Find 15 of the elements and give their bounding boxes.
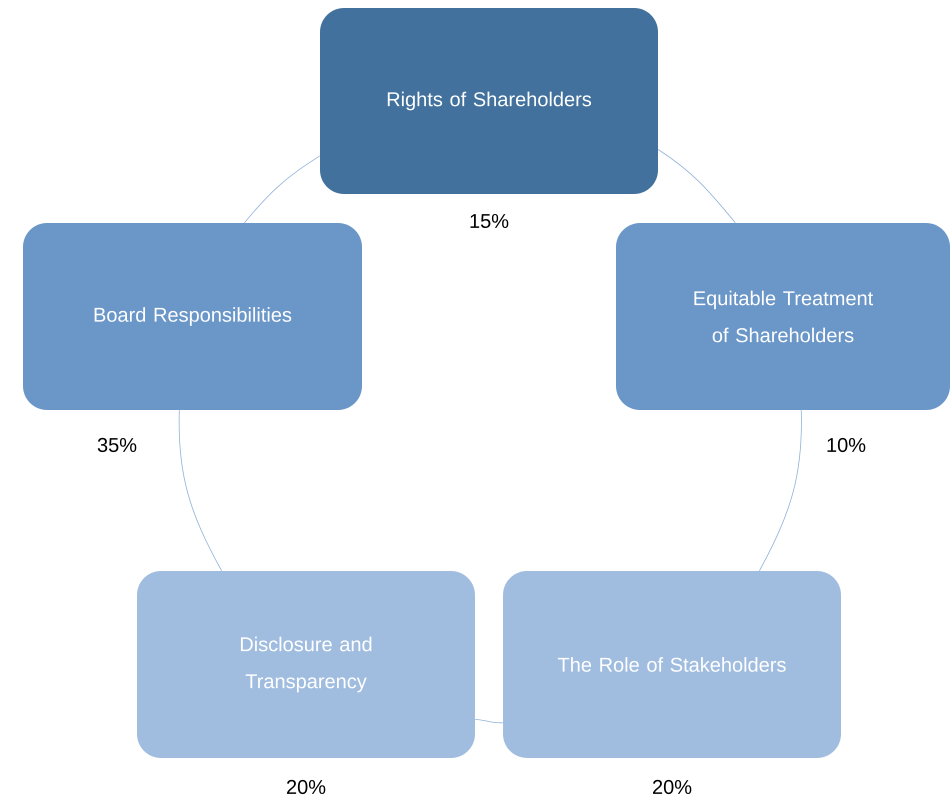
process-box: Rights of Shareholders [320,8,658,194]
process-box: Equitable Treatment of Shareholders [616,223,950,410]
percent-label: 15% [470,214,508,228]
connector [178,410,222,572]
connector [244,156,320,224]
process-box: Disclosure and Transparency [137,571,475,758]
process-box: Board Responsibilities [23,223,362,410]
connector [658,149,736,224]
percent-label: 20% [653,780,692,794]
process-box: The Role of Stakeholders [503,571,841,758]
percent-label: 10% [828,438,866,452]
percent-label: 35% [98,438,136,452]
connector [759,410,802,572]
connector [474,719,504,724]
percent-label: 20% [287,780,326,794]
